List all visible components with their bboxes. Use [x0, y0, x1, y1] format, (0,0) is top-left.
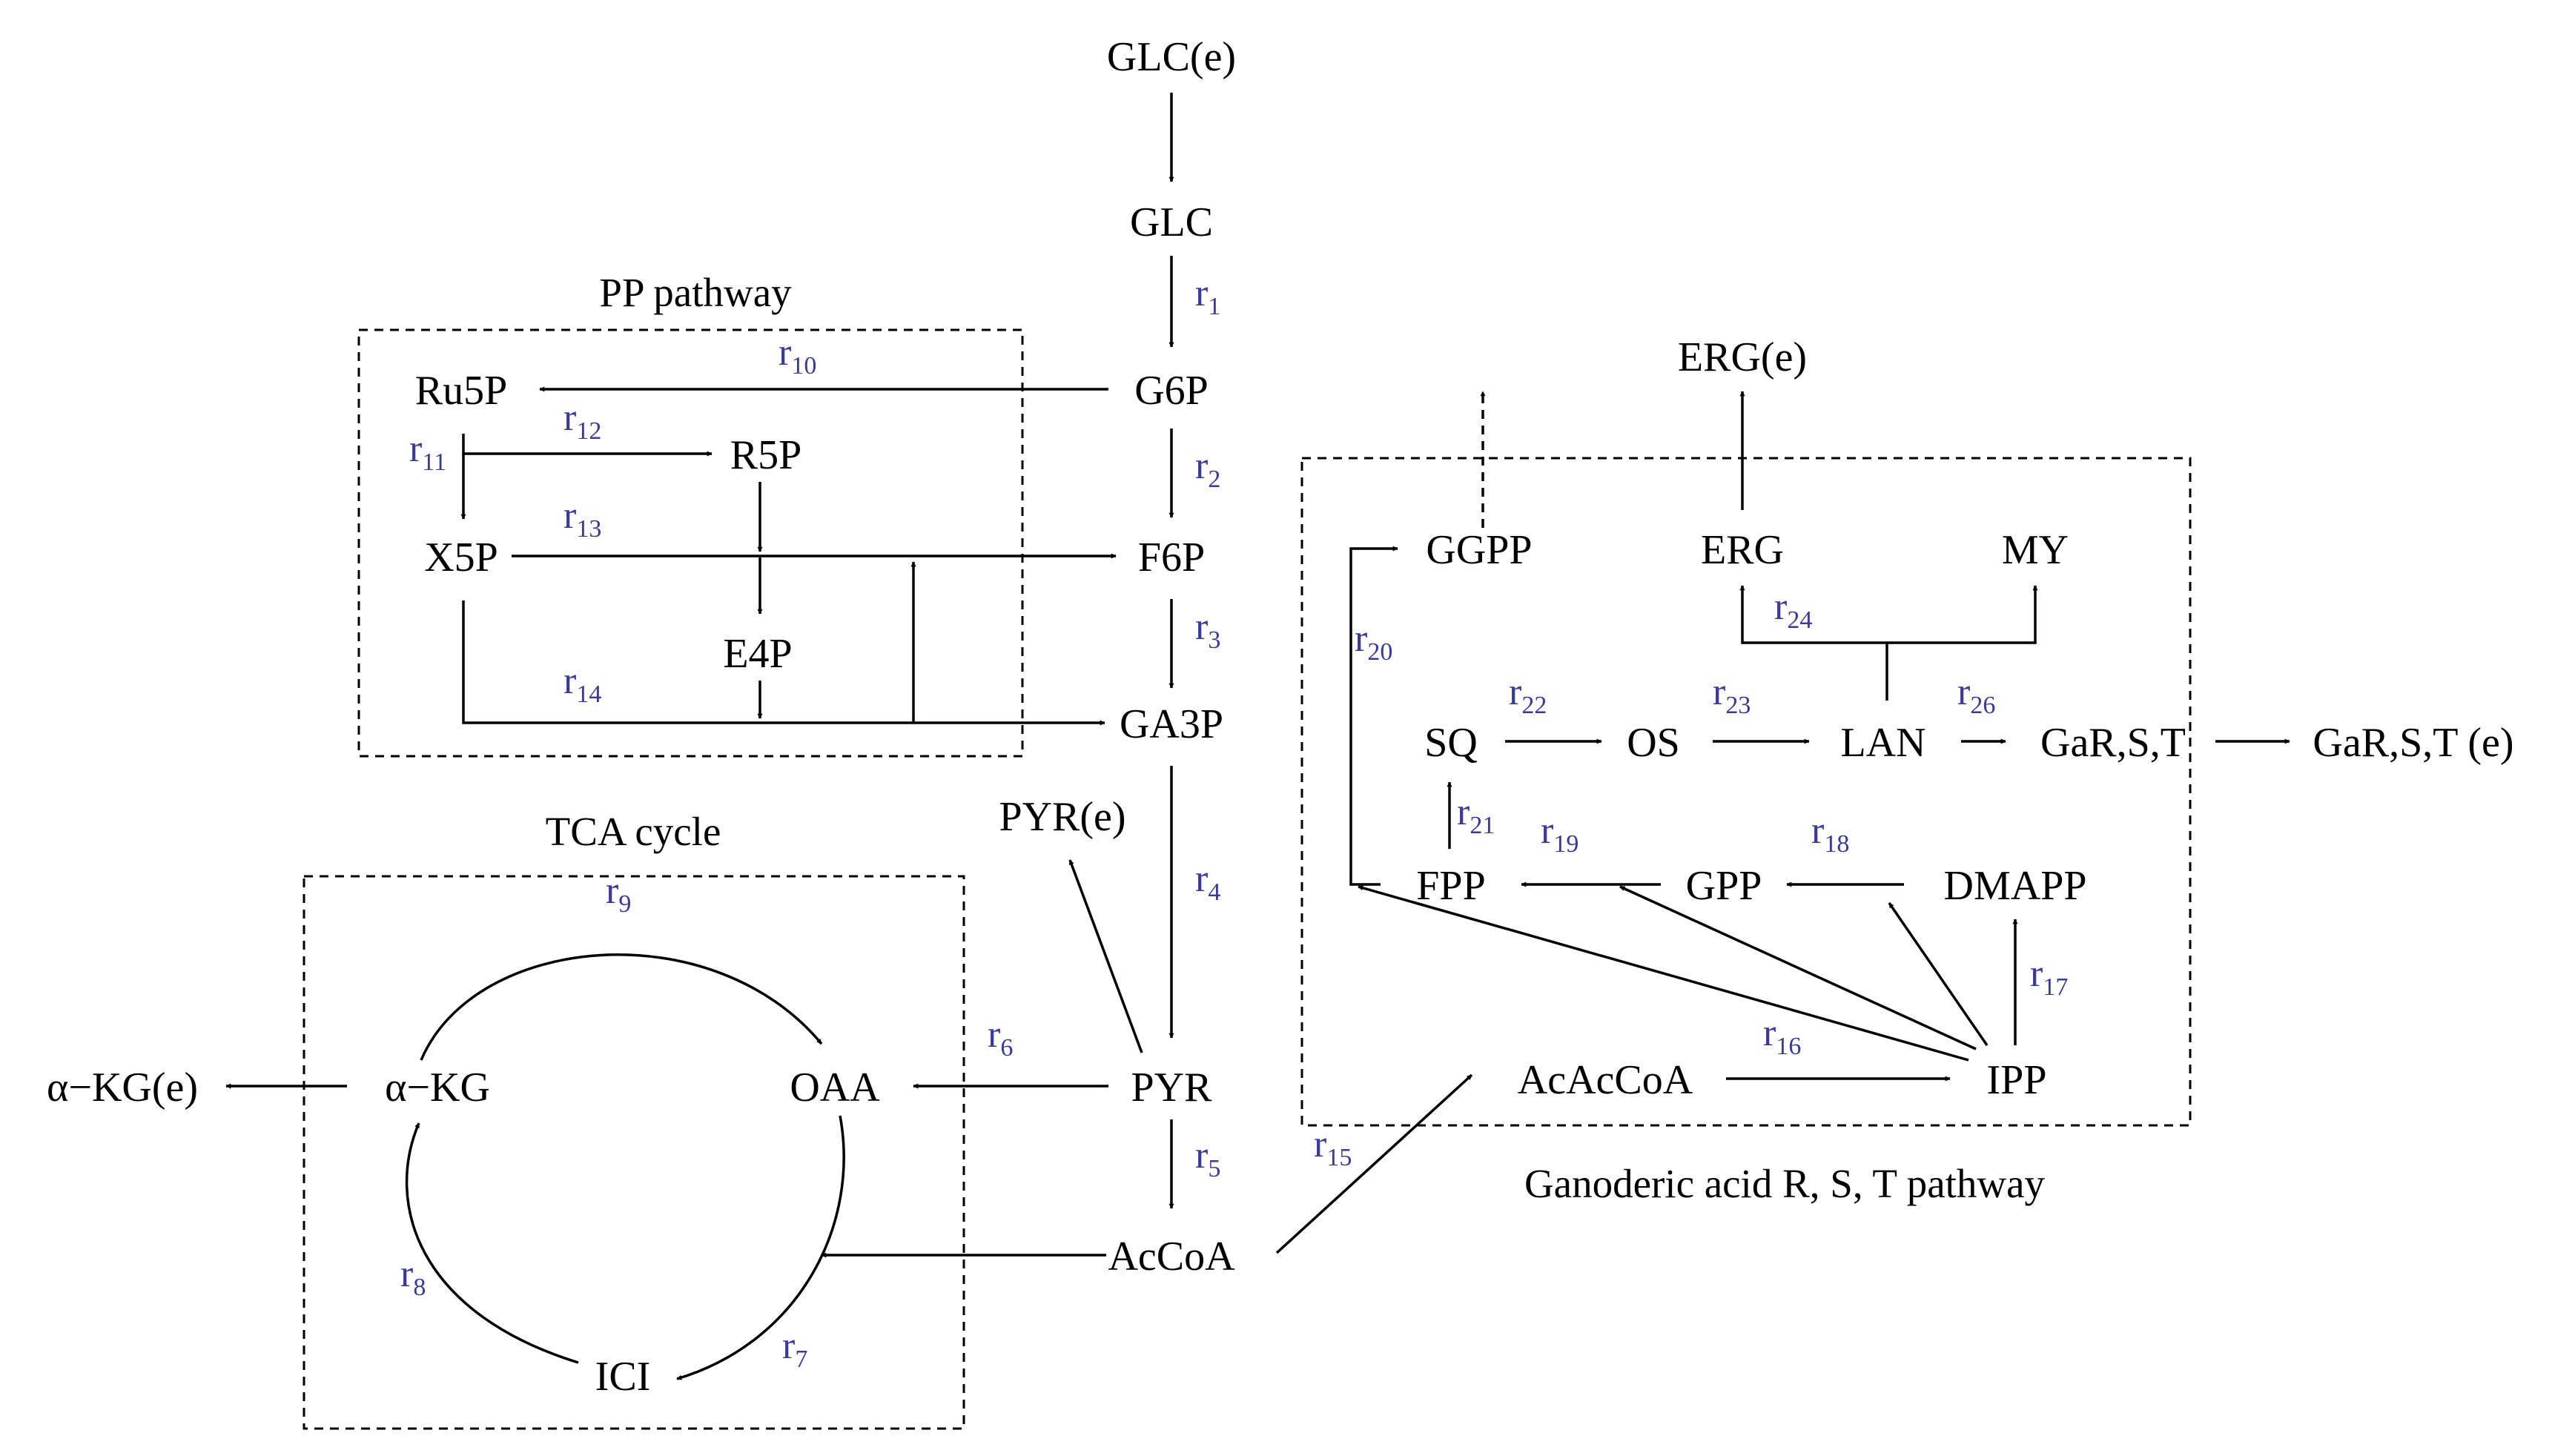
reaction-label-r9: r9 [606, 870, 631, 918]
edge-oaa-ici [676, 1115, 845, 1380]
reaction-label-r8: r8 [400, 1253, 426, 1301]
metabolite-akg-e: α−KG(e) [47, 1065, 198, 1111]
metabolite-erg: ERG [1701, 527, 1784, 573]
edge-fpp-ggpp [1349, 546, 1398, 886]
reaction-label-r10: r10 [779, 331, 816, 380]
reaction-label-r23: r23 [1713, 671, 1751, 719]
reaction-label-r4: r4 [1195, 858, 1220, 906]
reaction-label-r21: r21 [1457, 791, 1495, 839]
metabolite-gars: GaR,S,T [2040, 720, 2186, 766]
reaction-label-r14: r14 [563, 660, 601, 708]
metabolite-glc: GLC [1130, 199, 1213, 245]
metabolite-f6p: F6P [1138, 535, 1205, 580]
metabolite-pyr-e: PYR(e) [999, 794, 1125, 840]
reaction-label-r13: r13 [563, 494, 601, 543]
reaction-label-r2: r2 [1195, 445, 1220, 493]
metabolite-pyr: PYR [1131, 1065, 1213, 1111]
reaction-label-r5: r5 [1195, 1134, 1220, 1182]
edge-ici-akg [405, 1122, 579, 1364]
metabolite-labels: GLC(e) GLC G6P F6P GA3P PYR(e) PYR AcCoA… [47, 34, 2514, 1400]
metabolite-g6p: G6P [1134, 368, 1209, 414]
metabolite-gpp: GPP [1686, 863, 1762, 909]
metabolite-ggpp: GGPP [1426, 527, 1532, 573]
reaction-label-r12: r12 [563, 397, 601, 445]
metabolite-oaa: OAA [790, 1065, 880, 1111]
metabolite-ru5p: Ru5P [415, 368, 508, 414]
reaction-label-r26: r26 [1957, 671, 1995, 719]
metabolite-acaccoa: AcAcCoA [1518, 1057, 1693, 1103]
pp-pathway-title: PP pathway [599, 270, 792, 315]
metabolite-gars-e: GaR,S,T (e) [2313, 720, 2513, 766]
metabolite-ipp: IPP [1987, 1057, 2047, 1103]
metabolite-r5p: R5P [730, 432, 802, 478]
reaction-label-r20: r20 [1355, 618, 1392, 666]
edge-ipp-gpp [1888, 902, 1989, 1046]
edge-akg-oaa [420, 953, 823, 1061]
tca-cycle-title: TCA cycle [546, 809, 721, 854]
reaction-label-r15: r15 [1314, 1123, 1352, 1171]
ganoderic-pathway-box [1300, 457, 2192, 1127]
edge-lan-my [1887, 585, 2038, 644]
edge-x5p-ga3p [462, 600, 1105, 726]
metabolite-erg-e: ERG(e) [1678, 334, 1807, 380]
metabolite-ga3p: GA3P [1120, 701, 1223, 747]
reaction-labels: r1 r2 r3 r4 r5 r6 r7 r8 r9 r10 r11 r12 r… [400, 272, 2068, 1373]
metabolite-x5p: X5P [424, 535, 498, 580]
reaction-label-r3: r3 [1195, 606, 1220, 654]
reaction-label-r7: r7 [782, 1325, 807, 1373]
reaction-label-r18: r18 [1811, 810, 1849, 858]
metabolite-sq: SQ [1424, 720, 1478, 766]
edge-pyr-pyre [1068, 859, 1143, 1053]
metabolite-lan: LAN [1840, 720, 1925, 766]
metabolite-ici: ICI [595, 1354, 651, 1400]
reaction-label-r22: r22 [1509, 671, 1547, 719]
edges [225, 93, 2290, 1380]
reaction-label-r6: r6 [988, 1013, 1013, 1062]
reaction-label-r1: r1 [1195, 272, 1220, 320]
metabolite-dmapp: DMAPP [1944, 863, 2087, 909]
reaction-label-r11: r11 [409, 428, 446, 476]
metabolite-accoa: AcCoA [1108, 1234, 1235, 1280]
edge-ipp-fpp [1358, 885, 1969, 1062]
metabolite-akg: α−KG [385, 1065, 490, 1111]
edge-lan-erg [1739, 585, 1887, 644]
reaction-label-r16: r16 [1763, 1012, 1801, 1060]
metabolite-my: MY [2002, 527, 2069, 573]
metabolite-os: OS [1627, 720, 1680, 766]
metabolite-e4p: E4P [723, 631, 792, 677]
reaction-label-r19: r19 [1541, 810, 1579, 858]
edge-accoa-acaccoa [1275, 1073, 1473, 1254]
reaction-label-r24: r24 [1774, 586, 1812, 634]
metabolite-fpp: FPP [1416, 863, 1485, 909]
metabolite-glc-e: GLC(e) [1107, 34, 1236, 80]
tca-cycle-box [303, 875, 965, 1430]
pp-pathway-box [357, 328, 1024, 758]
reaction-label-r17: r17 [2030, 953, 2068, 1001]
ganoderic-pathway-title: Ganoderic acid R, S, T pathway [1524, 1161, 2046, 1206]
edge-ipp-gpp-junction [1619, 885, 1977, 1050]
